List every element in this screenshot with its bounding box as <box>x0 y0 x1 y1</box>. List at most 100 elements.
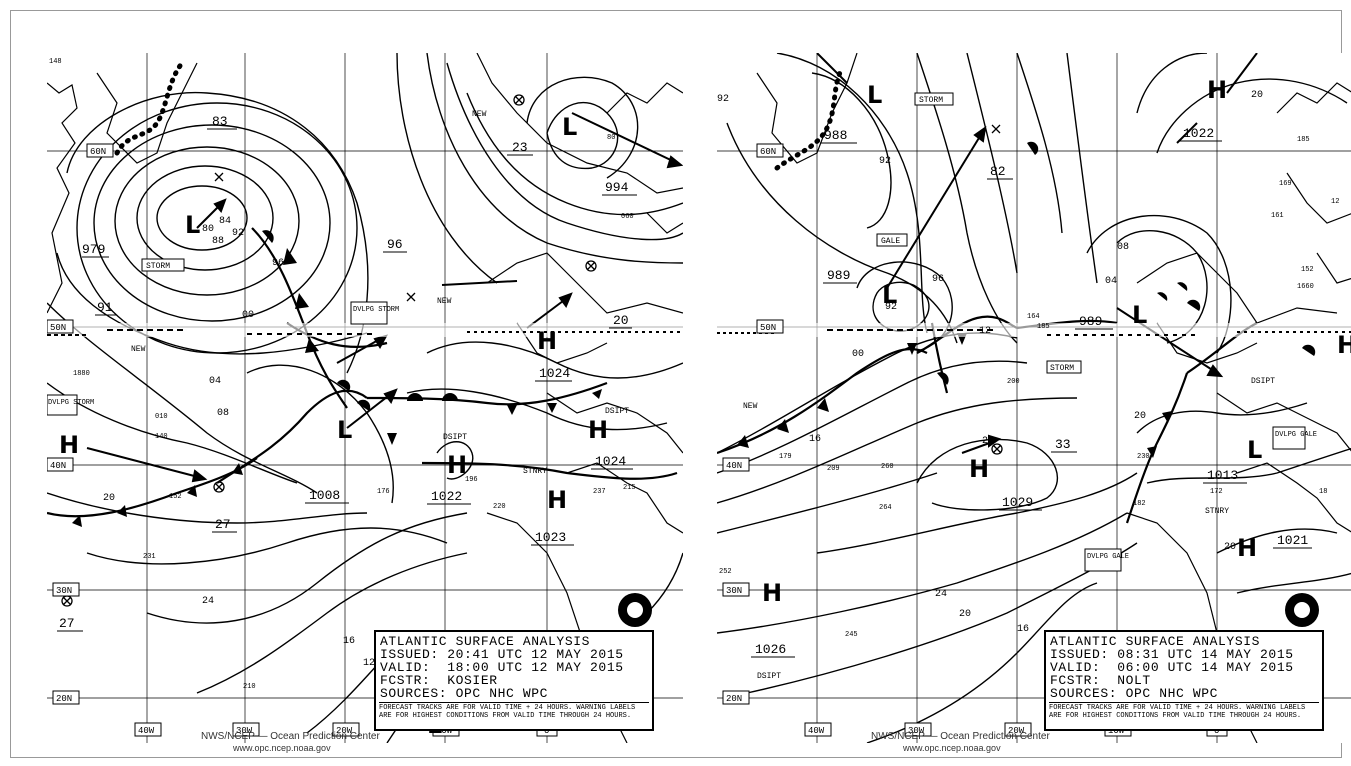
isobar-label: 979 <box>82 242 105 257</box>
forecaster: FCSTR: KOSIER <box>380 673 498 688</box>
obs-label: 252 <box>719 568 732 576</box>
label-new: NEW <box>743 402 758 411</box>
high-pressure-center: H <box>969 455 989 483</box>
obs-label: 164 <box>1027 313 1040 321</box>
isobar-label: 24 <box>202 596 214 607</box>
sources: SOURCES: OPC NHC WPC <box>1050 686 1219 701</box>
high-pressure-center: H <box>762 579 782 607</box>
forecast-note: FORECAST TRACKS ARE FOR VALID TIME + 24 … <box>379 702 649 720</box>
obs-label: 237 <box>593 488 606 496</box>
issued-time: ISSUED: 08:31 UTC 14 MAY 2015 <box>1050 647 1294 662</box>
label-dsipt: DSIPT <box>757 672 781 681</box>
high-pressure-center: H <box>588 416 608 444</box>
obs-label: 152 <box>1301 266 1314 274</box>
lon-label-40w: 40W <box>808 726 825 736</box>
label-new: NEW <box>437 297 452 306</box>
lat-labels-right: 60N 50N 40N 30N 20N <box>722 143 784 705</box>
isobar-label: 1026 <box>755 642 786 657</box>
isobar-label: 91 <box>97 300 113 315</box>
obs-labels-left: 148 1880 140 152 231 176 220 215 237 196… <box>49 58 636 691</box>
high-pressure-center: H <box>1207 76 1227 104</box>
isobar-label: 92 <box>232 228 244 239</box>
forecaster: FCSTR: NOLT <box>1050 673 1151 688</box>
obs-labels-right: 185 169 161 152 1660 12 185 164 179 209 … <box>719 136 1339 639</box>
lat-label-30n: 30N <box>726 586 742 596</box>
isobar-label: 96 <box>387 237 403 252</box>
lat-label-30n: 30N <box>56 586 72 596</box>
label-new: NEW <box>131 345 146 354</box>
isobar-label: 16 <box>1017 624 1029 635</box>
isobar-label: 82 <box>990 164 1006 179</box>
issued-time: ISSUED: 20:41 UTC 12 MAY 2015 <box>380 647 624 662</box>
isobar-label: 92 <box>879 156 891 167</box>
isobar-label: 1022 <box>431 489 462 504</box>
label-dsipt: DSIPT <box>443 433 467 442</box>
warning-labels-right: STORM GALE NEW STORM DSIPT DSIPT STNRY D… <box>743 92 1317 681</box>
isobar-label: 989 <box>1079 314 1102 329</box>
obs-label: 245 <box>845 631 858 639</box>
obs-label: 1660 <box>1297 283 1314 291</box>
isobar-label: 994 <box>605 180 629 195</box>
isobar-label: 80 <box>202 224 214 235</box>
lon-label-10w: 10W <box>436 726 453 736</box>
low-pressure-center: L <box>882 281 897 309</box>
warning-label-storm: STORM <box>1050 364 1074 373</box>
high-pressure-center: H <box>1237 534 1257 562</box>
low-pressure-center: L <box>562 113 577 141</box>
credit-line-left: NWS/NCEP — Ocean Prediction Center <box>201 731 380 742</box>
label-dsipt: DSIPT <box>1251 377 1275 386</box>
lat-label-20n: 20N <box>56 694 72 704</box>
obs-label: 176 <box>377 488 390 496</box>
lat-label-40n: 40N <box>50 461 66 471</box>
isobar-label: 1022 <box>1183 126 1214 141</box>
isobar-label: 20 <box>1134 411 1146 422</box>
isobar-label: 16 <box>809 434 821 445</box>
isobar-label: 20 <box>959 609 971 620</box>
isobar-label: 20 <box>103 493 115 504</box>
lon-label-20w: 20W <box>336 726 353 736</box>
credit-url-left: www.opc.ncep.noaa.gov <box>233 743 331 753</box>
lon-label-0: 0 <box>1214 726 1219 736</box>
obs-label: 209 <box>827 465 840 473</box>
isobar-label: 33 <box>1055 437 1071 452</box>
obs-label: 140 <box>155 433 168 441</box>
obs-label: 80 <box>607 134 615 142</box>
isobar-label: 00 <box>852 349 864 360</box>
warning-label-gale: GALE <box>881 237 900 246</box>
isobar-label: 88 <box>212 236 224 247</box>
valid-time: VALID: 18:00 UTC 12 MAY 2015 <box>380 660 624 675</box>
surface-analysis-map-may-14: 60N 50N 40N 30N 20N 40W 30W 20W 10W <box>717 53 1351 743</box>
warning-label-dvlpg-storm: DVLPG STORM <box>353 306 399 314</box>
isobar-label: 96 <box>272 258 284 269</box>
obs-label: 12 <box>1331 198 1339 206</box>
warning-labels-left: STORM DVLPG STORM NEW NEW NEW DSIPT DSIP… <box>47 110 629 476</box>
lon-label-30w: 30W <box>908 726 925 736</box>
forecast-note: FORECAST TRACKS ARE FOR VALID TIME + 24 … <box>1049 702 1319 720</box>
pressure-centers-right: H L L L H H H L H <box>762 76 1351 607</box>
obs-label: 264 <box>879 504 892 512</box>
label-dsipt: DSIPT <box>605 407 629 416</box>
isobar-label: 96 <box>932 274 944 285</box>
low-pressure-center: L <box>337 416 352 444</box>
isobar-label: 989 <box>827 268 850 283</box>
noaa-logo <box>618 593 652 627</box>
isobar-label: 1013 <box>1207 468 1238 483</box>
obs-label: 231 <box>143 553 156 561</box>
obs-label: 152 <box>169 493 182 501</box>
isobar-label: 27 <box>59 616 75 631</box>
valid-time: VALID: 06:00 UTC 14 MAY 2015 <box>1050 660 1294 675</box>
lat-label-40n: 40N <box>726 461 742 471</box>
high-pressure-center: H <box>547 486 567 514</box>
lat-label-20n: 20N <box>726 694 742 704</box>
isobar-label: 28 <box>982 436 994 447</box>
high-pressure-center: H <box>447 451 467 479</box>
credit-line-right: NWS/NCEP — Ocean Prediction Center <box>871 731 1050 742</box>
isobar-label: 92 <box>717 94 729 105</box>
lon-labels-right: 40W 30W 20W 10W 0 <box>804 722 1228 737</box>
obs-label: 161 <box>1271 212 1284 220</box>
isobar-label: 27 <box>215 517 231 532</box>
low-pressure-center: L <box>867 81 882 109</box>
warning-label-dvlpg-gale: DVLPG GALE <box>1087 553 1129 561</box>
label-new: NEW <box>472 110 487 119</box>
lat-label-50n: 50N <box>50 323 66 333</box>
